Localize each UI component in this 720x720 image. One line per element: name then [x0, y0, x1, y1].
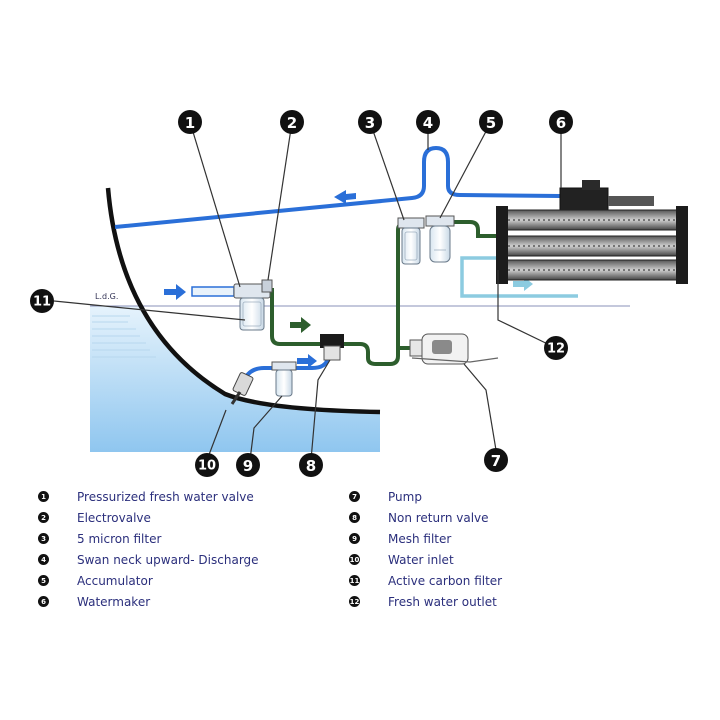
waterline-label: L.d.G. — [95, 292, 118, 301]
legend-label: Swan neck upward- Discharge — [77, 552, 259, 567]
mesh-filter — [271, 361, 297, 397]
legend-item: 9 Mesh filter — [349, 528, 502, 549]
svg-text:4: 4 — [423, 114, 433, 132]
svg-text:10: 10 — [198, 459, 216, 474]
legend-label: Watermaker — [77, 594, 151, 609]
legend-item: 10 Water inlet — [349, 549, 502, 570]
legend-label: 5 micron filter — [77, 531, 162, 546]
svg-text:1: 1 — [185, 114, 195, 132]
inlet-flow-arrow — [297, 354, 317, 368]
legend-badge: 4 — [38, 554, 49, 565]
legend-badge: 5 — [38, 575, 49, 586]
legend-label: Pump — [388, 489, 422, 504]
callout-2: 2 — [280, 110, 304, 134]
legend-badge: 12 — [349, 596, 360, 607]
legend-badge: 9 — [349, 533, 360, 544]
legend-badge: 3 — [38, 533, 49, 544]
legend-badge: 11 — [349, 575, 360, 586]
leader-lines — [53, 121, 562, 461]
legend-item: 5 Accumulator — [38, 570, 259, 591]
legend-badge: 2 — [38, 512, 49, 523]
callout-5: 5 — [479, 110, 503, 134]
callout-3: 3 — [358, 110, 382, 134]
legend-item: 2 Electrovalve — [38, 507, 259, 528]
callout-1: 1 — [178, 110, 202, 134]
svg-text:5: 5 — [486, 114, 496, 132]
carbon-filter-assembly — [233, 279, 273, 331]
callout-12: 12 — [544, 336, 568, 360]
legend-item: 3 5 micron filter — [38, 528, 259, 549]
callout-6: 6 — [549, 110, 573, 134]
callout-4: 4 — [416, 110, 440, 134]
legend-badge: 7 — [349, 491, 360, 502]
watermaker — [496, 180, 688, 284]
discharge-flow-arrow — [334, 190, 356, 204]
legend-item: 11 Active carbon filter — [349, 570, 502, 591]
svg-text:2: 2 — [287, 114, 297, 132]
feed-flow-arrow — [290, 317, 311, 333]
legend-label: Electrovalve — [77, 510, 151, 525]
callout-11: 11 — [30, 289, 54, 313]
svg-text:9: 9 — [243, 457, 253, 475]
legend-label: Non return valve — [388, 510, 489, 525]
discharge-line — [114, 145, 561, 229]
fresh-water-arrow — [164, 284, 186, 300]
callout-10: 10 — [195, 453, 219, 477]
callout-8: 8 — [299, 453, 323, 477]
svg-text:12: 12 — [547, 342, 565, 357]
legend-label: Pressurized fresh water valve — [77, 489, 254, 504]
hull-interior — [108, 188, 380, 412]
svg-text:8: 8 — [306, 457, 316, 475]
pump — [409, 333, 499, 365]
fresh-water-pipe — [191, 286, 235, 297]
legend-badge: 8 — [349, 512, 360, 523]
svg-text:3: 3 — [365, 114, 375, 132]
legend-item: 12 Fresh water outlet — [349, 591, 502, 612]
sea-ripples — [92, 315, 156, 358]
hull — [105, 187, 381, 415]
callout-7: 7 — [484, 448, 508, 472]
legend-right-column: 7 Pump 8 Non return valve 9 Mesh filter 10 W… — [349, 486, 502, 612]
legend-badge: 10 — [349, 554, 360, 565]
legend-left-column: 1 Pressurized fresh water valve 2 Electrov… — [38, 486, 259, 612]
legend-item: 1 Pressurized fresh water valve — [38, 486, 259, 507]
fresh-water-outlet-line — [460, 256, 578, 298]
legend-item: 4 Swan neck upward- Discharge — [38, 549, 259, 570]
legend-label: Active carbon filter — [388, 573, 503, 588]
accumulator — [425, 215, 455, 263]
svg-text:6: 6 — [556, 114, 566, 132]
feed-line-green — [268, 288, 320, 346]
micron-filter — [397, 217, 425, 265]
legend-item: 8 Non return valve — [349, 507, 502, 528]
non-return-valve — [320, 334, 344, 361]
legend-badge: 6 — [38, 596, 49, 607]
callout-9: 9 — [236, 453, 260, 477]
legend: 1 Pressurized fresh water valve 2 Electrov… — [0, 486, 720, 616]
feed-line-to-membranes — [454, 220, 500, 238]
legend-label: Accumulator — [77, 573, 153, 588]
legend-label: Water inlet — [388, 552, 454, 567]
water-inlet — [230, 372, 254, 405]
legend-label: Mesh filter — [388, 531, 452, 546]
legend-item: 6 Watermaker — [38, 591, 259, 612]
legend-label: Fresh water outlet — [388, 594, 497, 609]
svg-text:7: 7 — [491, 452, 501, 470]
svg-text:11: 11 — [33, 295, 51, 310]
legend-item: 7 Pump — [349, 486, 502, 507]
inlet-line — [242, 351, 332, 381]
legend-badge: 1 — [38, 491, 49, 502]
